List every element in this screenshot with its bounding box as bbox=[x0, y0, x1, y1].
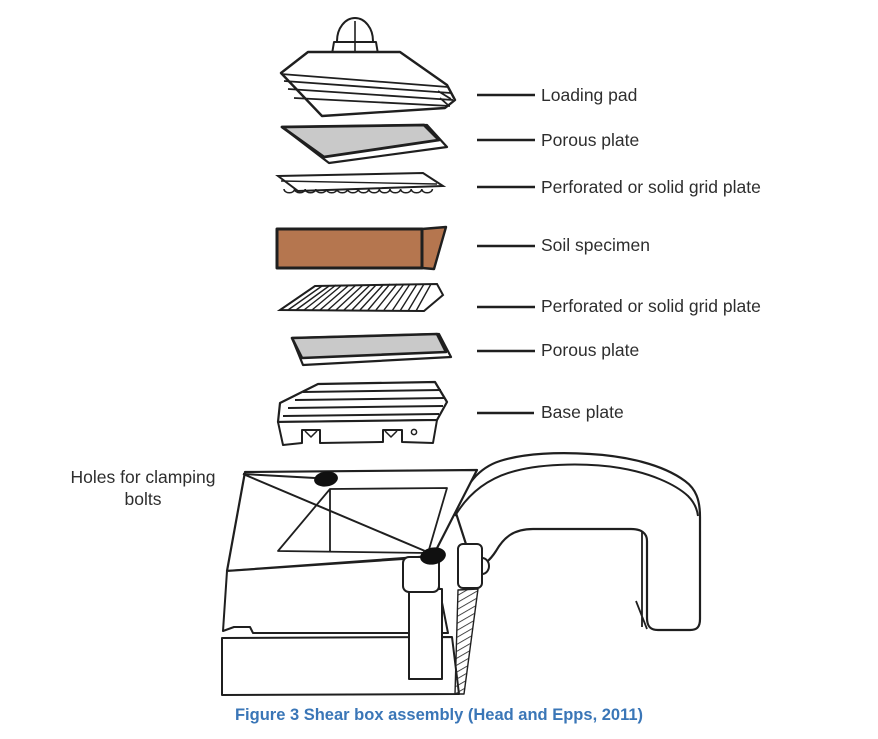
annotation-holes-for-clamping-bolts: Holes for clamping bolts bbox=[70, 467, 216, 509]
soil-specimen-side bbox=[420, 225, 448, 271]
porous-plate-bottom-drawing bbox=[290, 332, 453, 367]
clamp-arm-top-edge bbox=[454, 463, 699, 517]
grid-plate-bottom-stripes bbox=[279, 283, 432, 312]
clamp-rod bbox=[408, 588, 443, 680]
soil-specimen-front bbox=[275, 227, 424, 270]
base-plate-grooves bbox=[282, 389, 445, 417]
clamp-arm-foot-edges bbox=[635, 531, 648, 630]
label-base-plate: Base plate bbox=[541, 402, 624, 422]
grid-plate-top-inner-edge bbox=[280, 180, 438, 185]
label-grid-plate-top: Perforated or solid grid plate bbox=[541, 177, 761, 197]
label-porous-plate-bottom: Porous plate bbox=[541, 340, 640, 360]
grid-plate-top-drawing bbox=[275, 171, 447, 194]
porous-plate-bottom-face bbox=[290, 332, 448, 360]
label-grid-plate-bottom: Perforated or solid grid plate bbox=[541, 296, 761, 316]
shear-box-assembly-drawing bbox=[221, 452, 702, 696]
base-plate-front-face bbox=[277, 419, 438, 446]
annotation-leader-lines bbox=[242, 473, 426, 552]
clamp-arm bbox=[453, 452, 702, 632]
label-porous-plate-top: Porous plate bbox=[541, 130, 640, 150]
figure-caption: Figure 3 Shear box assembly (Head and Ep… bbox=[234, 706, 644, 724]
label-loading-pad: Loading pad bbox=[541, 85, 638, 105]
base-plate-hole bbox=[410, 428, 418, 436]
label-leader-lines bbox=[477, 93, 535, 415]
base-plate-notch-marks bbox=[304, 430, 398, 438]
grid-plate-bottom-drawing bbox=[276, 282, 445, 313]
soil-specimen-drawing bbox=[275, 225, 448, 271]
clamping-hole-left bbox=[314, 471, 338, 487]
label-soil-specimen: Soil specimen bbox=[541, 235, 650, 255]
clamping-hole-right bbox=[420, 547, 446, 565]
porous-plate-top-drawing bbox=[280, 123, 449, 165]
side-block bbox=[457, 543, 483, 589]
base-plate-drawing bbox=[276, 380, 449, 446]
loading-pad-drawing bbox=[279, 17, 457, 118]
loading-pad-body bbox=[279, 50, 457, 118]
porous-plate-top-face bbox=[280, 123, 441, 159]
threaded-strap bbox=[454, 588, 479, 695]
grid-plate-top-scallops bbox=[283, 188, 434, 194]
loading-pad-layers bbox=[280, 73, 454, 107]
